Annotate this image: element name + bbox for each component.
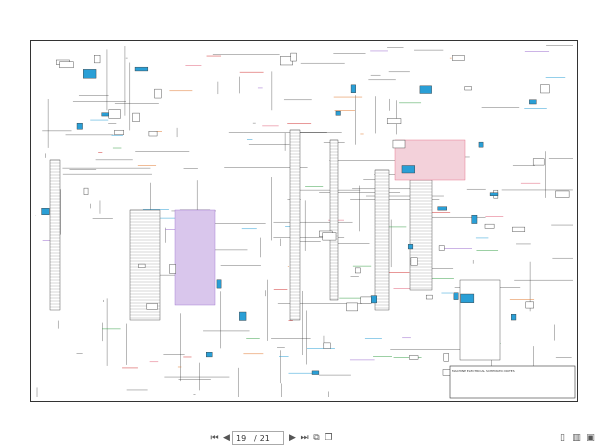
component-block xyxy=(370,295,377,304)
next-page-icon[interactable]: ▶ xyxy=(289,432,296,443)
component-block xyxy=(108,109,121,119)
component-block xyxy=(392,139,406,149)
component-block xyxy=(146,303,158,310)
component-block xyxy=(409,355,419,360)
component-block xyxy=(478,141,484,148)
component-block xyxy=(169,264,176,274)
component-block xyxy=(289,129,301,321)
component-block xyxy=(532,158,545,166)
component-block xyxy=(410,257,418,266)
component-block xyxy=(76,122,83,130)
component-block xyxy=(132,112,140,122)
component-block xyxy=(206,352,213,358)
component-block xyxy=(419,85,432,94)
fit-page-icon[interactable]: ▣ xyxy=(586,432,595,443)
component-block xyxy=(360,296,372,304)
component-block xyxy=(512,226,526,232)
component-block xyxy=(59,61,74,69)
component-block xyxy=(83,69,97,79)
notes-heading: MACHINE ELECTRICAL SCHEMATIC NOTES xyxy=(452,369,515,373)
component-block xyxy=(290,52,297,62)
component-block xyxy=(511,314,517,321)
component-block xyxy=(453,292,459,300)
component-block xyxy=(540,84,550,94)
component-block xyxy=(174,209,216,306)
component-block xyxy=(529,99,537,105)
component-block xyxy=(409,179,433,291)
component-block xyxy=(443,353,449,362)
component-block xyxy=(425,294,433,300)
component-block xyxy=(386,118,402,124)
component-block xyxy=(239,311,247,321)
component-block xyxy=(438,245,445,251)
first-page-icon[interactable]: ⏮ xyxy=(210,432,219,443)
page-separator: / xyxy=(254,433,257,443)
component-block xyxy=(114,129,124,135)
component-block xyxy=(525,301,534,309)
component-block xyxy=(322,232,337,241)
component-block xyxy=(311,370,320,375)
electrical-schematic-page: MACHINE ELECTRICAL SCHEMATIC NOTES xyxy=(30,40,578,402)
component-block xyxy=(460,293,475,303)
component-block xyxy=(335,110,341,116)
single-page-icon[interactable]: ▯ xyxy=(560,432,565,443)
last-page-icon[interactable]: ⏭ xyxy=(300,432,309,443)
component-block xyxy=(452,55,465,61)
component-block xyxy=(41,208,50,215)
component-block xyxy=(355,267,361,274)
component-block xyxy=(459,279,501,361)
component-block xyxy=(394,139,466,181)
component-block xyxy=(464,86,472,91)
component-block xyxy=(101,112,110,117)
component-block xyxy=(94,55,101,64)
component-block xyxy=(154,88,162,99)
component-block xyxy=(83,187,89,195)
component-block xyxy=(148,131,158,137)
page-number-field[interactable]: / 21 xyxy=(232,431,284,445)
component-block xyxy=(471,214,478,224)
page-number-input[interactable] xyxy=(233,433,254,443)
page-navigation-toolbar: ⏮ ◀ / 21 ▶ ⏭ ⧉ ❐ ▯ ▥ ▣ xyxy=(0,429,600,446)
component-block xyxy=(489,192,499,196)
component-block xyxy=(134,66,149,72)
page-total: 21 xyxy=(259,433,270,443)
component-block xyxy=(350,84,356,93)
component-block xyxy=(407,244,414,250)
component-block xyxy=(484,223,495,229)
schematic-components xyxy=(41,52,570,376)
previous-page-icon[interactable]: ◀ xyxy=(223,432,230,443)
component-block xyxy=(138,263,146,268)
component-block xyxy=(401,165,415,174)
component-block xyxy=(323,342,331,349)
component-block xyxy=(216,279,222,289)
component-block xyxy=(437,206,448,211)
copy-icon[interactable]: ❐ xyxy=(324,432,333,443)
two-page-icon[interactable]: ▥ xyxy=(572,432,581,443)
copy-icon[interactable]: ⧉ xyxy=(313,432,320,443)
component-block xyxy=(346,302,358,312)
notes-block: MACHINE ELECTRICAL SCHEMATIC NOTES xyxy=(449,365,576,399)
component-block xyxy=(555,190,570,198)
